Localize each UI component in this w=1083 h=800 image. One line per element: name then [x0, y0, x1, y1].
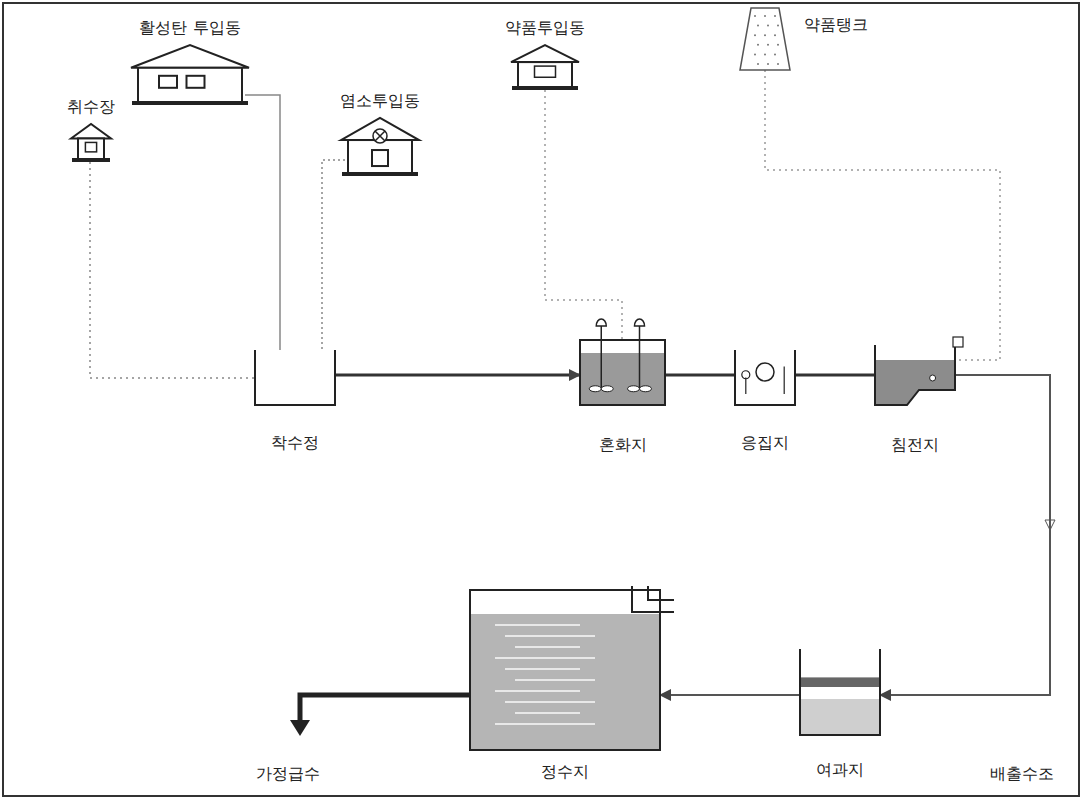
note-label: 가정급수 — [254, 764, 322, 783]
mix-shape — [580, 340, 665, 405]
supply-arrowhead — [290, 720, 310, 736]
pipe-connector — [665, 374, 735, 377]
building: 활성탄 투입동 — [135, 45, 245, 105]
pipe-connector — [545, 90, 622, 340]
node-label: 착수정 — [269, 433, 321, 452]
pipe-connector — [880, 375, 1050, 695]
pipe-connector — [90, 162, 255, 378]
basin: 정수지 — [470, 590, 660, 750]
basin: 응집지 — [735, 350, 795, 405]
basin: 침전지 — [875, 345, 955, 405]
house-shape — [75, 124, 107, 162]
basin: 혼화지 — [580, 340, 665, 405]
pipe-connector — [795, 374, 875, 377]
note-label: 배출수조 — [988, 764, 1056, 783]
clear-shape — [470, 590, 660, 750]
basin: 착수정 — [255, 350, 335, 405]
node-label: 활성탄 투입동 — [137, 18, 242, 37]
node-label: 정수지 — [539, 762, 591, 781]
sed-shape — [875, 345, 955, 405]
house-shape — [345, 118, 415, 176]
pipe-connector — [322, 160, 345, 350]
pipe-connector — [335, 374, 580, 377]
floc-shape — [735, 350, 795, 405]
house-shape — [135, 45, 245, 105]
house-shape — [515, 45, 575, 90]
node-label: 취수장 — [65, 97, 117, 116]
pipe-connector — [765, 70, 1000, 360]
node-label: 여과지 — [814, 760, 866, 779]
node-label: 혼화지 — [597, 435, 649, 454]
border — [3, 3, 1079, 796]
well-shape — [255, 350, 335, 405]
pipe-connector — [660, 694, 800, 696]
building: 약품투입동 — [515, 45, 575, 90]
node-label: 약품탱크 — [802, 15, 870, 34]
building: 염소투입동 — [345, 118, 415, 176]
node-label: 침전지 — [889, 435, 941, 454]
building: 취수장 — [75, 124, 107, 162]
tank-shape — [740, 8, 790, 70]
pipe-connector — [245, 95, 280, 350]
node-label: 염소투입동 — [338, 91, 422, 110]
tank: 약품탱크 — [740, 8, 790, 70]
node-label: 응집지 — [739, 433, 791, 452]
filter-shape — [800, 655, 880, 735]
supply-pipe — [300, 695, 470, 722]
node-label: 약품투입동 — [503, 18, 587, 37]
basin: 여과지 — [800, 655, 880, 735]
